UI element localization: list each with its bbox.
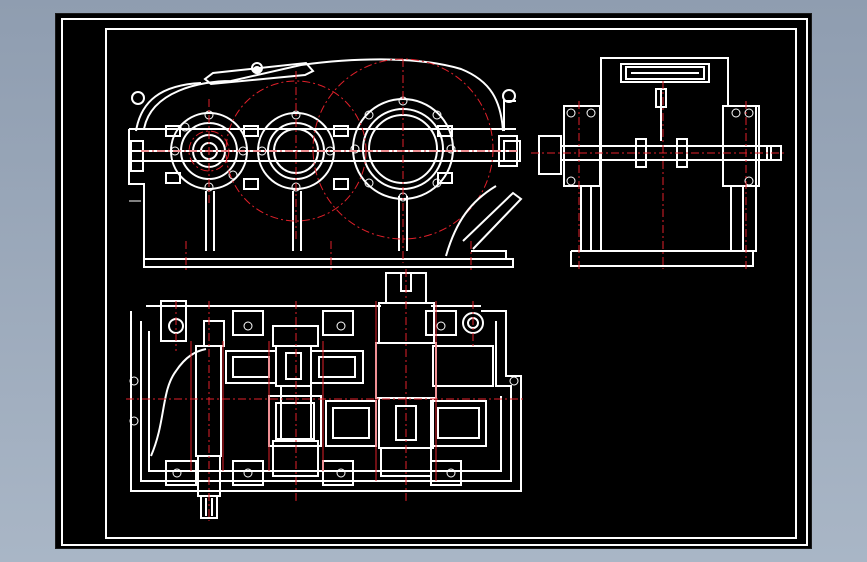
top-section-view <box>126 269 526 521</box>
cad-drawing <box>61 18 808 546</box>
side-view <box>531 57 786 271</box>
drawing-frame <box>61 18 808 546</box>
cad-drawing-viewport[interactable] <box>55 13 812 549</box>
front-view <box>128 58 523 271</box>
